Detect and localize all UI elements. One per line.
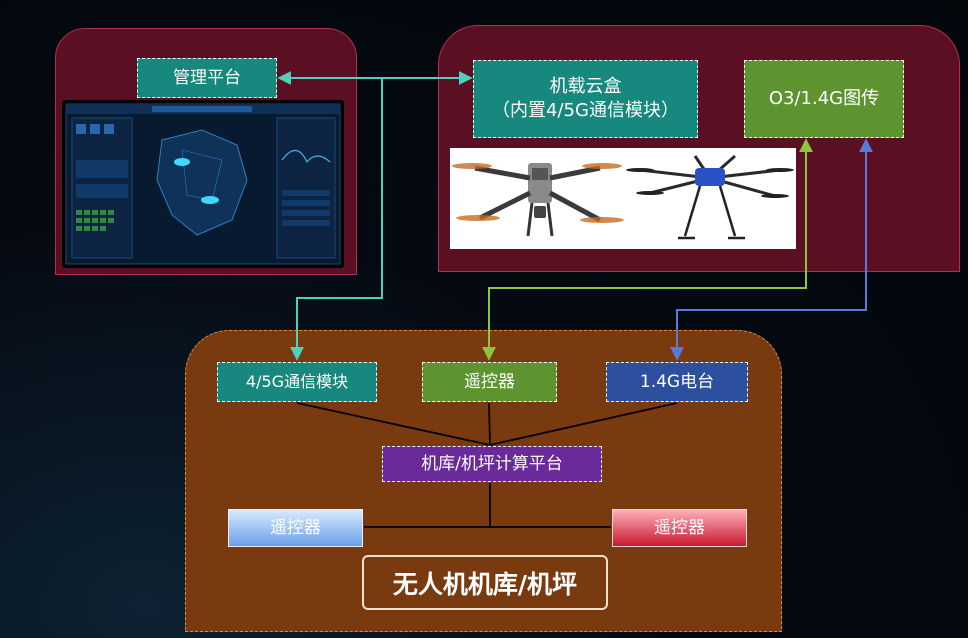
link-comm-compute [296,402,491,446]
hangar-title: 无人机机库/机坪 [362,555,608,610]
comm-module-label: 4/5G通信模块 [245,372,349,392]
o3-transmission-label: O3/1.4G图传 [768,87,880,109]
dashboard-illustration [65,103,341,265]
remote-controller-right-label: 遥控器 [654,517,705,538]
hangar-title-label: 无人机机库/机坪 [392,569,578,599]
radio-14g-label: 1.4G电台 [639,371,715,392]
cloud-box-title: 机载云盒 [549,75,622,97]
management-platform-label: 管理平台 [173,67,241,88]
compute-platform-label: 机库/机坪计算平台 [421,453,563,474]
remote-controller-box: 遥控器 [422,362,557,402]
link-o3-remote [482,138,813,361]
o3-transmission-box: O3/1.4G图传 [744,60,904,138]
compute-platform-box: 机库/机坪计算平台 [382,446,602,482]
radio-14g-box: 1.4G电台 [606,362,748,402]
airborne-cloud-box: 机载云盒 （内置4/5G通信模块） [473,60,698,138]
remote-controller-left-label: 遥控器 [270,517,321,538]
management-platform-box: 管理平台 [137,58,277,98]
link-remote-compute [488,402,491,446]
dashboard-screenshot [62,100,344,268]
remote-controller-label: 遥控器 [464,371,515,392]
cloud-box-subtitle: （内置4/5G通信模块） [492,100,679,121]
link-radio-compute [489,402,678,446]
link-o3-radio [670,138,873,361]
link-mgmt-comm-module [290,78,383,361]
remote-controller-right-box: 遥控器 [612,509,747,547]
remote-controller-left-box: 遥控器 [228,509,363,547]
comm-module-box: 4/5G通信模块 [217,362,377,402]
